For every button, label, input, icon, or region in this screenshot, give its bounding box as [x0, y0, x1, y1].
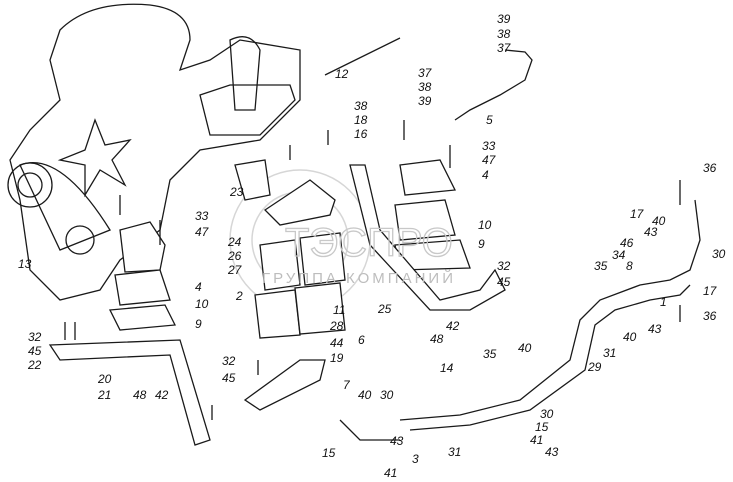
part-label-33: 33 [482, 139, 496, 153]
part-label-10: 10 [478, 218, 492, 232]
part-label-11: 11 [333, 303, 345, 317]
part-label-33: 33 [195, 209, 209, 223]
part-label-3: 3 [412, 452, 419, 466]
part-label-14: 14 [440, 361, 454, 375]
part-label-4: 4 [482, 168, 489, 182]
part-label-8: 8 [626, 259, 633, 273]
part-label-37: 37 [497, 41, 512, 55]
part-label-30: 30 [380, 388, 394, 402]
part-label-24: 24 [227, 235, 242, 249]
part-label-40: 40 [623, 330, 637, 344]
watermark-logo: ТЭСПРО [285, 221, 453, 265]
part-label-31: 31 [603, 346, 616, 360]
part-label-40: 40 [652, 214, 666, 228]
part-label-6: 6 [358, 333, 365, 347]
part-label-38: 38 [418, 80, 432, 94]
part-label-39: 39 [418, 94, 432, 108]
part-label-47: 47 [482, 153, 497, 167]
part-label-18: 18 [354, 113, 368, 127]
part-label-45: 45 [222, 371, 236, 385]
part-label-37: 37 [418, 66, 433, 80]
engine-outline [7, 3, 301, 301]
part-label-43: 43 [390, 434, 404, 448]
part-label-46: 46 [620, 236, 634, 250]
part-label-44: 44 [330, 336, 344, 350]
watermark-subtitle: ГРУППА КОМПАНИЙ [262, 269, 456, 287]
bolts [64, 120, 681, 420]
part-label-16: 16 [354, 127, 368, 141]
mounts-and-brackets [48, 159, 506, 446]
part-label-21: 21 [97, 388, 111, 402]
part-label-26: 26 [227, 249, 242, 263]
part-label-17: 17 [703, 284, 718, 298]
part-label-42: 42 [446, 319, 460, 333]
part-label-48: 48 [430, 332, 444, 346]
part-label-43: 43 [644, 225, 658, 239]
part-label-10: 10 [195, 297, 209, 311]
part-label-13: 13 [18, 257, 32, 271]
part-label-5: 5 [486, 113, 493, 127]
part-label-41: 41 [530, 433, 543, 447]
part-label-7: 7 [343, 378, 351, 392]
part-label-17: 17 [630, 207, 645, 221]
part-label-36: 36 [703, 161, 717, 175]
part-label-34: 34 [612, 248, 626, 262]
part-label-32: 32 [222, 354, 236, 368]
part-label-25: 25 [377, 302, 392, 316]
part-label-48: 48 [133, 388, 147, 402]
part-label-12: 12 [335, 67, 349, 81]
part-label-45: 45 [28, 344, 42, 358]
part-label-22: 22 [27, 358, 42, 372]
part-label-38: 38 [354, 99, 368, 113]
part-label-36: 36 [703, 309, 717, 323]
part-label-2: 2 [235, 289, 243, 303]
part-label-30: 30 [712, 247, 726, 261]
part-label-31: 31 [448, 445, 461, 459]
part-label-41: 41 [384, 466, 397, 480]
part-label-27: 27 [227, 263, 243, 277]
part-label-40: 40 [518, 341, 532, 355]
part-label-38: 38 [497, 27, 511, 41]
part-label-39: 39 [497, 12, 511, 26]
part-label-47: 47 [195, 225, 210, 239]
part-label-1: 1 [660, 295, 667, 309]
part-label-4: 4 [195, 280, 202, 294]
watermark: ТЭСПРО ГРУППА КОМПАНИЙ [262, 220, 456, 287]
pipes [339, 49, 701, 441]
part-label-40: 40 [358, 388, 372, 402]
part-label-20: 20 [97, 372, 112, 386]
part-label-9: 9 [478, 237, 485, 251]
part-label-32: 32 [497, 259, 511, 273]
part-label-35: 35 [594, 259, 608, 273]
part-label-43: 43 [648, 322, 662, 336]
rod-12 [324, 37, 401, 76]
part-label-9: 9 [195, 317, 202, 331]
part-label-45: 45 [497, 275, 511, 289]
part-label-42: 42 [155, 388, 169, 402]
part-label-32: 32 [28, 330, 42, 344]
part-label-30: 30 [540, 407, 554, 421]
part-label-35: 35 [483, 347, 497, 361]
part-label-15: 15 [322, 446, 336, 460]
part-label-29: 29 [587, 360, 602, 374]
part-label-15: 15 [535, 420, 549, 434]
part-label-43: 43 [545, 445, 559, 459]
part-label-23: 23 [229, 185, 244, 199]
part-label-28: 28 [329, 319, 344, 333]
part-label-19: 19 [330, 351, 344, 365]
